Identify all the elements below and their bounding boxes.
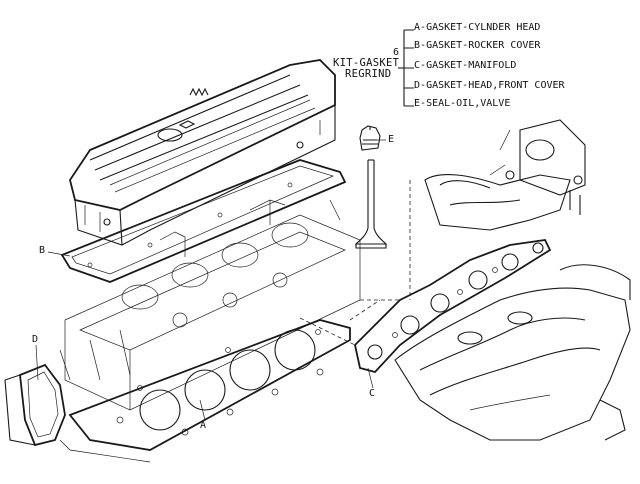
- part-ref: D: [414, 80, 421, 91]
- parts-list-item: C-GASKET-MANIFOLD: [414, 60, 517, 71]
- rocker-cover: [69, 59, 336, 246]
- callout-a: A: [200, 420, 207, 431]
- part-ref: E: [414, 98, 421, 109]
- callout-e: E: [388, 134, 395, 145]
- part-ref: A: [414, 22, 421, 33]
- kit-subtitle: REGRIND: [345, 68, 392, 80]
- part-name: GASKET-HEAD,FRONT COVER: [426, 80, 565, 91]
- intake-manifold: [424, 119, 586, 231]
- callout-b: B: [39, 245, 46, 256]
- part-name: SEAL-OIL,VALVE: [426, 98, 511, 109]
- part-name: GASKET-MANIFOLD: [426, 60, 517, 71]
- part-ref: B: [414, 40, 421, 51]
- kit-title: KIT-GASKET: [333, 57, 400, 69]
- part-name: GASKET-CYLNDER HEAD: [426, 22, 541, 33]
- front-cover-gasket: [4, 363, 66, 447]
- parts-list-item: D-GASKET-HEAD,FRONT COVER: [414, 80, 565, 91]
- exhaust-manifold: [394, 264, 631, 441]
- rocker-cover-gasket: [60, 159, 347, 283]
- manifold-gasket: [354, 239, 552, 374]
- callout-d: D: [32, 334, 39, 345]
- part-ref: C: [414, 60, 421, 71]
- valve: [354, 159, 388, 249]
- kit-number: 6: [393, 47, 400, 58]
- cylinder-head-gasket: [68, 319, 351, 451]
- callout-c: C: [369, 388, 376, 399]
- part-name: GASKET-ROCKER COVER: [426, 40, 541, 51]
- parts-list-bracket: [398, 29, 414, 107]
- leader-lines: [35, 139, 411, 463]
- cylinder-head: [59, 199, 361, 411]
- parts-list-item: B-GASKET-ROCKER COVER: [414, 40, 541, 51]
- valve-oil-seal: [359, 125, 381, 151]
- parts-list-item: E-SEAL-OIL,VALVE: [414, 98, 511, 109]
- parts-list-item: A-GASKET-CYLNDER HEAD: [414, 22, 541, 33]
